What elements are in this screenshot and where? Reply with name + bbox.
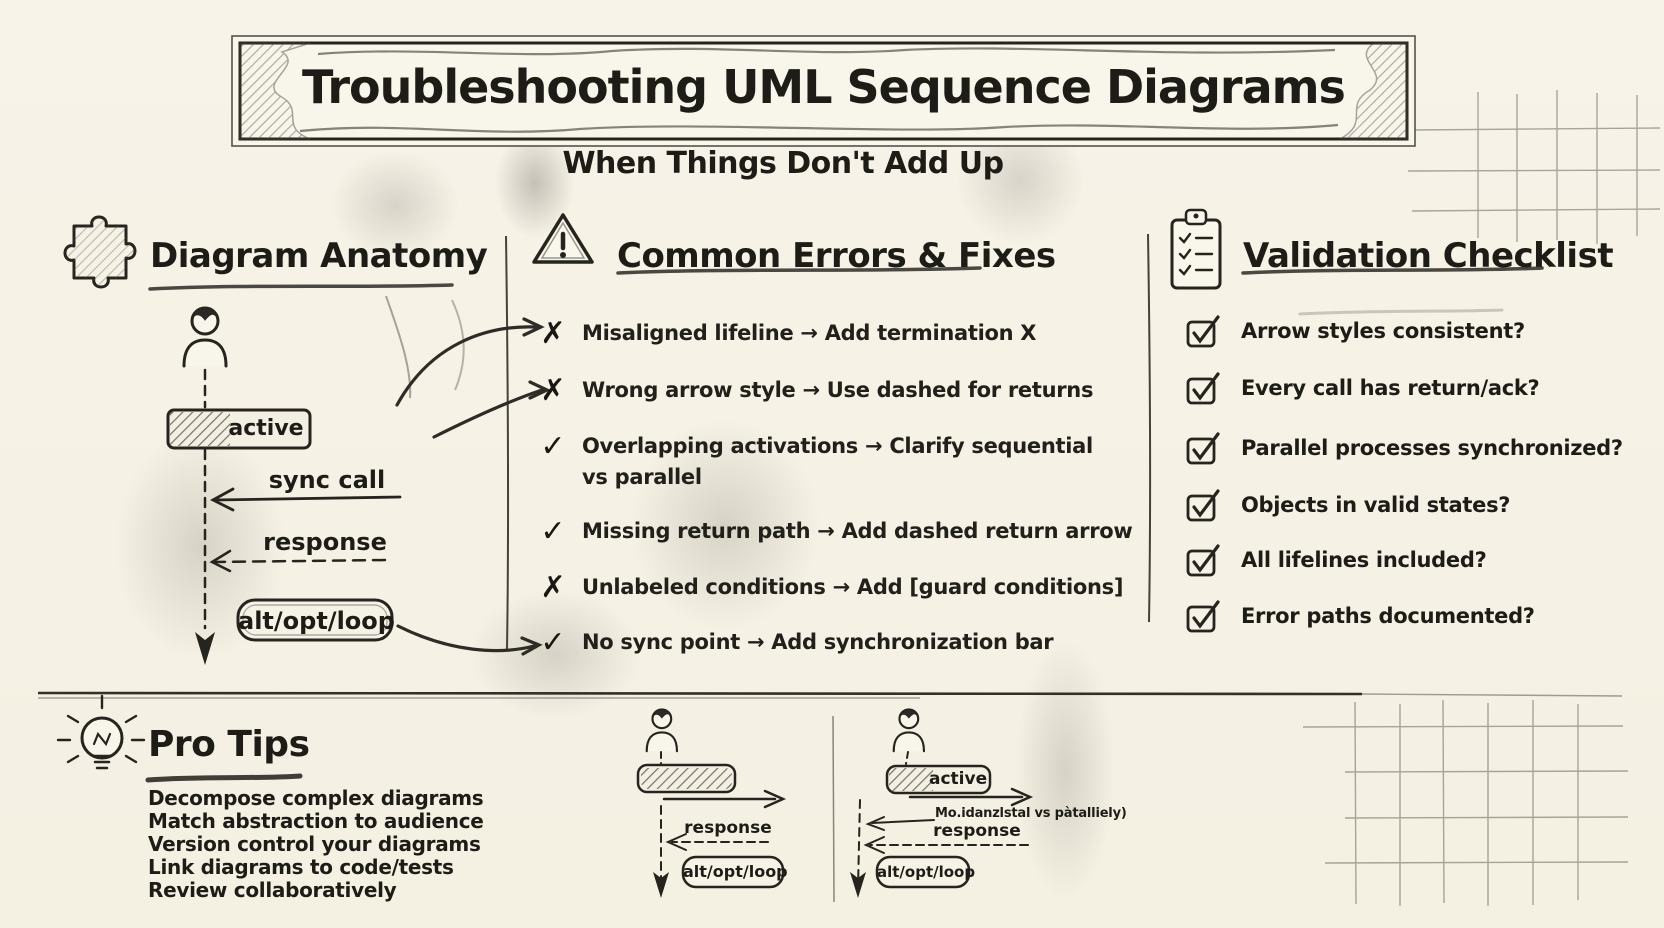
clipboard-icon: [1170, 208, 1222, 290]
error-item: ✗ Wrong arrow style → Use dashed for ret…: [530, 375, 1093, 406]
error-text: Unlabeled conditions → Add [guard condit…: [582, 575, 1124, 599]
actor-icon: [892, 708, 926, 753]
checklist-item: Every call has return/ack?: [1185, 371, 1540, 405]
column-divider-1: [505, 235, 510, 651]
active-label: active: [929, 769, 988, 789]
page-subtitle: When Things Don't Add Up: [562, 146, 1004, 181]
checklist-text: Objects in valid states?: [1241, 493, 1511, 517]
checklist-item: Arrow styles consistent?: [1185, 314, 1525, 348]
response-label: response: [933, 821, 1021, 841]
curved-connector-arrows: [395, 317, 551, 656]
error-item: ✓ No sync point → Add synchronization ba…: [530, 627, 1053, 658]
error-text: Missing return path → Add dashed return …: [582, 519, 1133, 543]
errors-heading: Common Errors & Fixes: [617, 236, 1056, 276]
column-divider-2: [1147, 233, 1152, 623]
checkbox-checked-icon: [1186, 372, 1220, 405]
x-mark-icon: ✗: [540, 570, 566, 605]
protips-heading: Pro Tips: [148, 724, 310, 765]
checklist-text: Every call has return/ack?: [1241, 376, 1540, 400]
checklist-item: All lifelines included?: [1185, 543, 1487, 577]
lightbulb-icon: [56, 694, 146, 770]
warning-icon: [532, 213, 594, 264]
check-icon: ✓: [540, 514, 566, 549]
checklist-item: Objects in valid states?: [1185, 488, 1510, 522]
lifeline: [857, 799, 861, 889]
checklist-item: Error paths documented?: [1185, 599, 1535, 633]
smudge: [495, 128, 575, 238]
grid-top-right: [1407, 90, 1661, 244]
checklist-text: Parallel processes synchronized?: [1241, 436, 1623, 460]
smudge: [1015, 640, 1115, 900]
check-icon: ✓: [540, 625, 566, 660]
checklist-text: Error paths documented?: [1241, 604, 1535, 628]
x-mark-icon: ✗: [540, 373, 566, 408]
error-text: Wrong arrow style → Use dashed for retur…: [582, 378, 1094, 402]
error-item: ✗ Unlabeled conditions → Add [guard cond…: [530, 572, 1123, 603]
response-label: response: [684, 818, 772, 838]
checkbox-checked-icon: [1186, 544, 1220, 577]
error-item: ✓ Overlapping activations → Clarify sequ…: [530, 431, 1093, 493]
checklist-text: All lifelines included?: [1241, 548, 1487, 572]
checkbox-checked-icon: [1186, 489, 1220, 522]
checklist-text: Arrow styles consistent?: [1241, 319, 1525, 343]
checkbox-checked-icon: [1186, 600, 1220, 633]
protip-line: Version control your diagrams: [148, 832, 481, 856]
pencil-strokes: [385, 295, 465, 399]
section-divider: [37, 690, 1623, 699]
check-icon: ✓: [540, 429, 566, 464]
checkbox-checked-icon: [1186, 315, 1220, 348]
active-label: active: [228, 416, 304, 441]
error-text: Overlapping activations → Clarify sequen…: [582, 434, 1093, 489]
fragment-label: alt/opt/loop: [683, 862, 788, 881]
call-arrow: [662, 789, 787, 809]
sync-call-label: sync call: [268, 466, 386, 494]
error-text: No sync point → Add synchronization bar: [582, 630, 1054, 654]
response-label: response: [263, 528, 387, 556]
error-item: ✓ Missing return path → Add dashed retur…: [530, 514, 1133, 549]
checkbox-checked-icon: [1186, 432, 1220, 465]
call-arrow: [908, 787, 1034, 807]
actor-icon: [182, 306, 228, 368]
annotation-label: Mo.idanzlstal vs pàtalliely): [935, 806, 1127, 821]
page-title: Troubleshooting UML Sequence Diagrams: [302, 60, 1346, 114]
mini-divider: [832, 715, 835, 903]
actor-icon: [645, 708, 679, 753]
error-item: ✗ Misaligned lifeline → Add termination …: [530, 318, 1036, 349]
protip-line: Match abstraction to audience: [148, 809, 484, 833]
lifeline-arrowhead: [195, 632, 215, 665]
puzzle-icon: [63, 215, 137, 289]
protip-line: Review collaboratively: [148, 878, 397, 902]
activation-box: [636, 763, 737, 794]
checklist-heading: Validation Checklist: [1243, 236, 1614, 276]
error-text: Misaligned lifeline → Add termination X: [582, 321, 1037, 345]
x-mark-icon: ✗: [540, 316, 566, 351]
grid-bottom-right: [1302, 699, 1629, 906]
protip-line: Decompose complex diagrams: [148, 786, 484, 810]
fragment-label: alt/opt/loop: [877, 863, 976, 881]
protip-line: Link diagrams to code/tests: [148, 855, 454, 879]
fragment-label: alt/opt/loop: [238, 607, 395, 635]
checklist-item: Parallel processes synchronized?: [1185, 431, 1623, 465]
anatomy-heading: Diagram Anatomy: [150, 236, 488, 276]
